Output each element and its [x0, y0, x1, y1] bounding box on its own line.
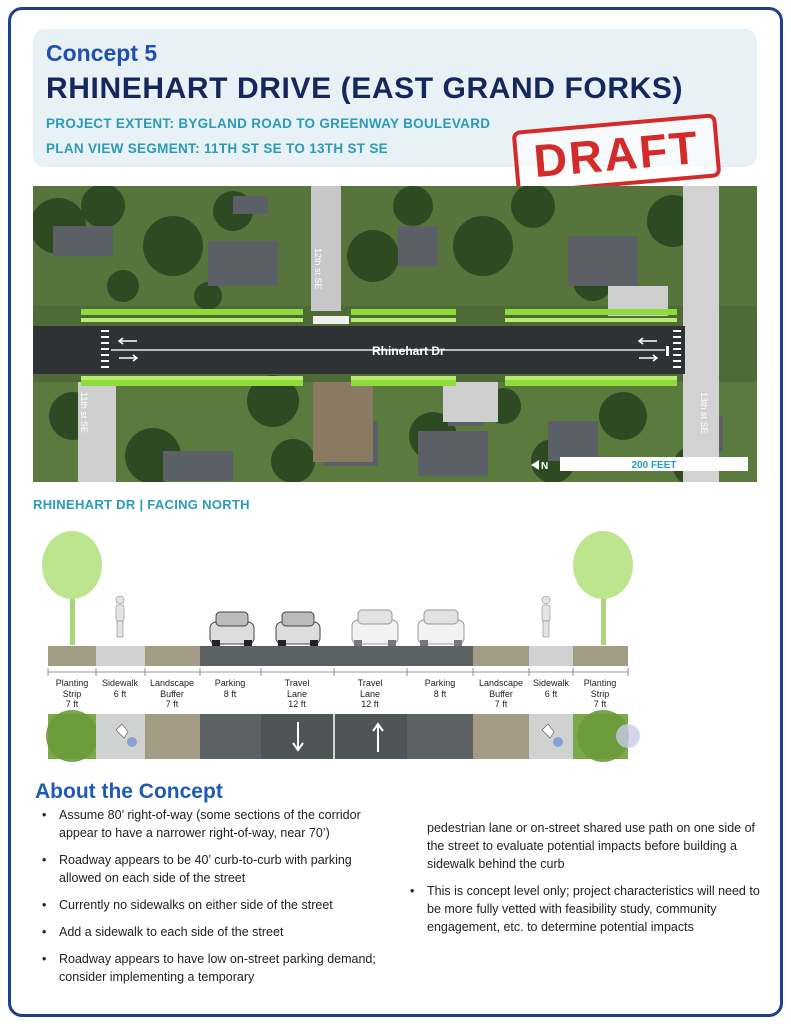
about-title: About the Concept	[35, 780, 223, 803]
scale-label: 200 FEET	[631, 460, 676, 471]
pedestrian-icon-left	[115, 595, 125, 638]
aerial-map: Rhinehart Dr 11th st SE 12th st SE 13th …	[33, 186, 757, 482]
car-icon-2	[275, 611, 321, 647]
section-heading: RHINEHART DR | FACING NORTH	[33, 497, 250, 512]
project-extent: PROJECT EXTENT: BYGLAND ROAD TO GREENWAY…	[46, 116, 491, 131]
cross-street-13th: 13th st SE	[699, 392, 709, 434]
concept-label: Concept 5	[46, 40, 158, 66]
car-icon-4	[417, 609, 465, 647]
pedestrian-icon-right	[541, 595, 551, 638]
page-title: RHINEHART DRIVE (EAST GRAND FORKS)	[46, 72, 684, 105]
road-label: Rhinehart Dr	[372, 344, 445, 358]
aerial-plan-view: Rhinehart Dr 11th st SE 12th st SE 13th …	[33, 186, 757, 482]
tree-icon-right	[573, 531, 633, 645]
about-left-column: Assume 80’ right-of-way (some sections o…	[37, 806, 382, 995]
bullet-item: Assume 80’ right-of-way (some sections o…	[37, 806, 382, 842]
plan-view-segment: PLAN VIEW SEGMENT: 11TH ST SE TO 13TH ST…	[46, 141, 388, 156]
bullet-item: Roadway appears to have low on-street pa…	[37, 950, 382, 986]
north-arrow-icon	[531, 460, 539, 470]
bullet-item: Add a sidewalk to each side of the stree…	[37, 923, 382, 941]
about-continuation: pedestrian lane or on-street shared use …	[427, 821, 755, 871]
north-label: N	[541, 461, 548, 472]
draft-stamp-text: DRAFT	[531, 120, 702, 188]
tree-icon-left	[42, 531, 102, 645]
scale-bar	[560, 457, 748, 471]
cross-section-diagram	[42, 531, 640, 762]
bullet-item: Roadway appears to be 40’ curb-to-curb w…	[37, 851, 382, 887]
cross-street-12th: 12th st SE	[313, 248, 323, 290]
car-icon-1	[209, 611, 255, 647]
car-icon-3	[351, 609, 399, 647]
cross-street-11th: 11th st SE	[79, 392, 89, 433]
about-right-column: pedestrian lane or on-street shared use …	[405, 819, 765, 945]
bullet-item: Currently no sidewalks on either side of…	[37, 896, 382, 914]
bullet-item: This is concept level only; project char…	[405, 882, 765, 936]
